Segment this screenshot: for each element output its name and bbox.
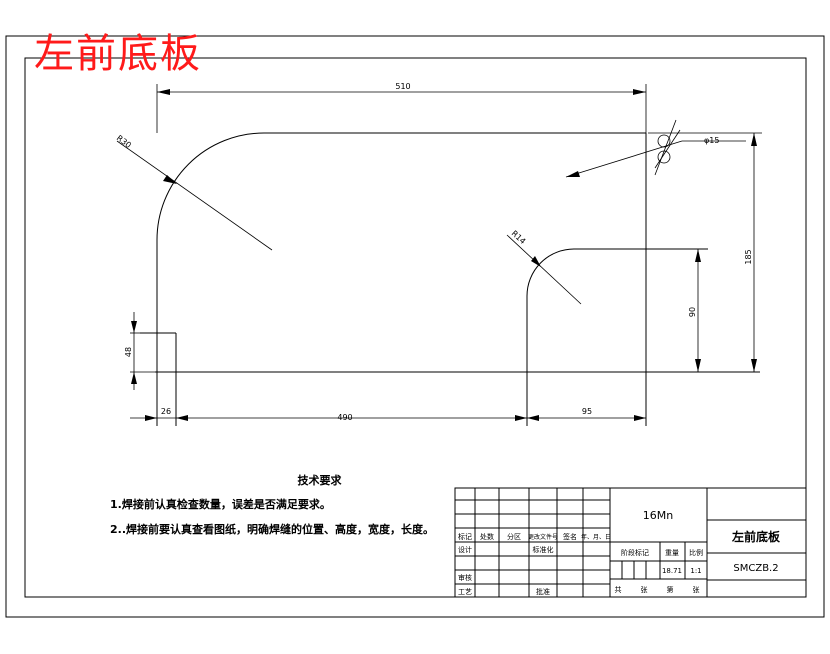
dim-490: 490 (337, 413, 352, 422)
hole-symbol (654, 119, 681, 176)
note-line-2: 2..焊接前要认真查看图纸，明确焊缝的位置、高度，宽度，长度。 (110, 523, 435, 536)
label-pizhun: 批准 (536, 587, 550, 596)
dim-185: 185 (744, 249, 753, 264)
drawing-number: SMCZB.2 (733, 563, 778, 574)
header-gengai: 更改文件号 (528, 533, 558, 541)
dim-95: 95 (582, 407, 592, 416)
header-nianyueri: 年、月、日 (581, 533, 611, 541)
header-qianming: 签名 (563, 532, 577, 541)
title-block-text: 16Mn 左前底板 SMCZB.2 标记 处数 分区 更改文件号 签名 年、月、… (458, 509, 781, 596)
dim-90: 90 (688, 307, 697, 317)
note-line-1: 1.焊接前认真检查数量，误差是否满足要求。 (110, 498, 331, 511)
part-outline (140, 132, 760, 426)
label-gong: 共 (615, 585, 622, 594)
label-gongyi: 工艺 (458, 588, 472, 596)
notes-heading: 技术要求 (297, 474, 342, 487)
drawing-title: 左前底板 (34, 31, 202, 77)
extension-lines (130, 84, 762, 373)
dim-48: 48 (124, 347, 133, 357)
label-zhang1: 张 (641, 585, 648, 594)
label-zhongliang: 重量 (665, 549, 679, 557)
title-block-grid (454, 487, 807, 598)
label-jieduan: 阶段标记 (621, 548, 649, 557)
label-di: 第 (667, 585, 674, 594)
part-name: 左前底板 (731, 529, 781, 544)
label-bili: 比例 (689, 548, 703, 557)
dimension-lines (116, 91, 755, 419)
inner-border (24, 57, 807, 598)
dim-510: 510 (395, 82, 410, 91)
header-biaoji: 标记 (458, 532, 472, 541)
arrowheads (131, 89, 757, 421)
scale-value: 1:1 (690, 567, 701, 575)
label-shenhe: 审核 (458, 573, 472, 582)
material-value: 16Mn (643, 509, 673, 522)
technical-requirements: 技术要求 1.焊接前认真检查数量，误差是否满足要求。 2..焊接前要认真查看图纸… (110, 472, 434, 546)
header-chushu: 处数 (480, 532, 494, 541)
dim-r30: R30 (115, 133, 133, 150)
label-biaozhunhua: 标准化 (533, 545, 554, 554)
outer-border (5, 35, 825, 618)
weight-value: 18.71 (662, 567, 682, 575)
label-sheji: 设计 (458, 545, 472, 554)
dim-r14: R14 (510, 229, 528, 246)
dim-d15: φ15 (704, 136, 719, 145)
label-zhang2: 张 (693, 585, 700, 594)
header-fenqu: 分区 (507, 532, 521, 541)
dim-26: 26 (161, 407, 171, 416)
